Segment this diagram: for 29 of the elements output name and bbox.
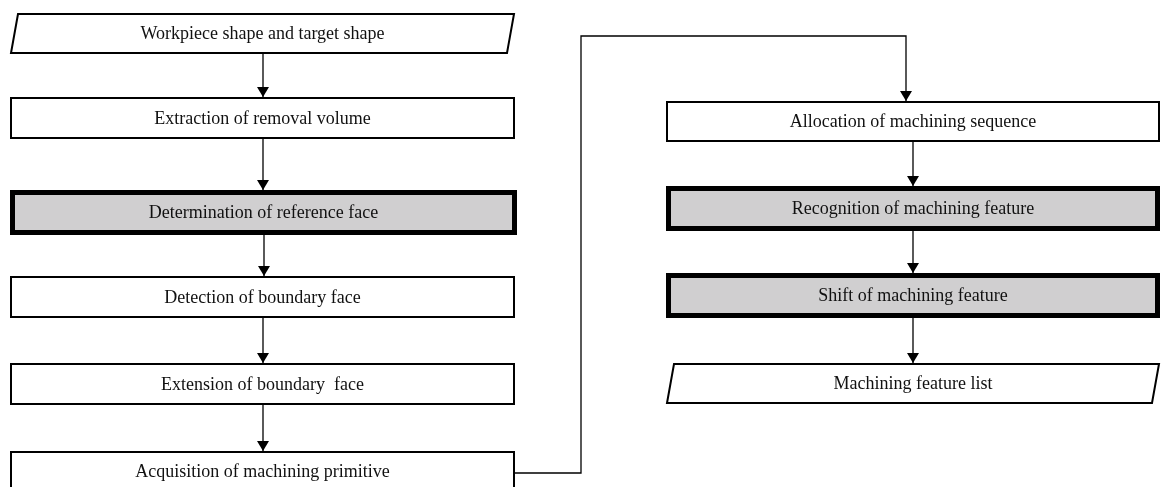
io-parallelogram [10,13,515,54]
step-label: Determination of reference face [148,202,379,223]
process-box [10,451,515,487]
arrow [907,141,919,187]
highlighted-process-box [666,186,1160,231]
step-label: Recognition of machining feature [791,198,1035,219]
step-label: Allocation of machining sequence [789,111,1037,132]
arrow [907,230,919,274]
process-box [10,97,515,139]
step-label: Acquisition of machining primitive [135,460,390,482]
step-label: Extraction of removal volume [154,107,371,129]
highlighted-process-box [10,190,517,235]
arrow [257,317,269,364]
arrow [514,35,912,474]
step-label: Workpiece shape and target shape [140,23,385,44]
step-label: Extension of boundary face [161,373,364,395]
io-parallelogram [666,363,1160,404]
process-box [10,276,515,318]
arrow [907,317,919,364]
arrow [257,53,269,98]
step-label: Detection of boundary face [164,286,361,308]
arrow [257,404,269,452]
arrow [258,234,270,277]
process-box [10,363,515,405]
process-box [666,101,1160,142]
step-label: Shift of machining feature [818,285,1008,306]
highlighted-process-box [666,273,1160,318]
step-label: Machining feature list [833,373,993,394]
arrow [257,138,269,191]
